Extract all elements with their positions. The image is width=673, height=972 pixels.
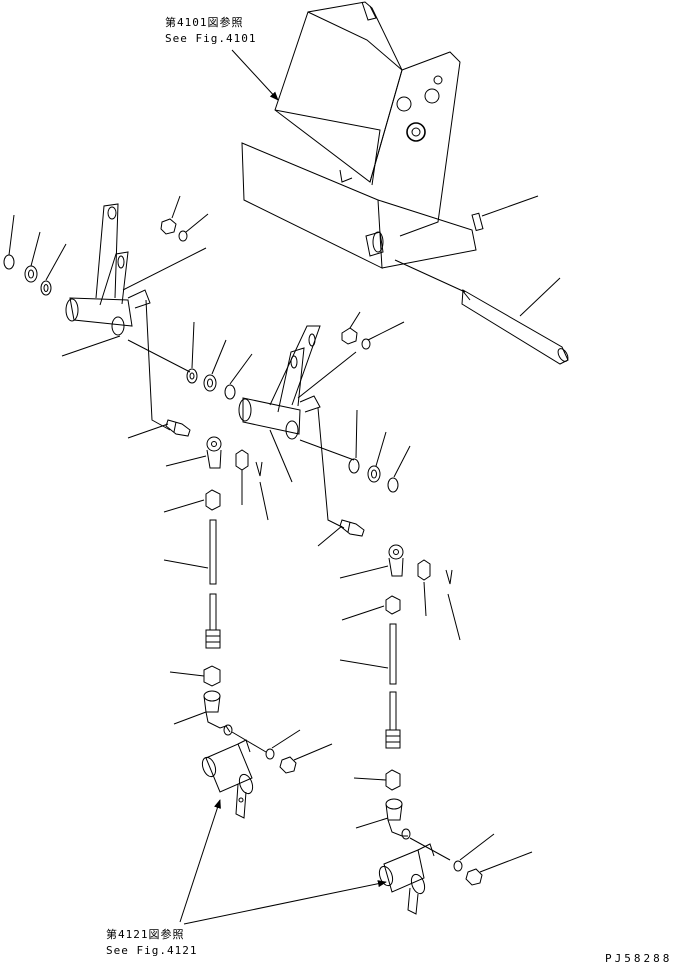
right-grease-fitting bbox=[317, 519, 365, 547]
left-cotter-pin bbox=[255, 461, 269, 521]
left-lock-nut bbox=[235, 449, 249, 505]
right-nut-2 bbox=[353, 769, 401, 791]
left-grease-fitting bbox=[127, 419, 191, 439]
left-bottom-washer-nut bbox=[265, 729, 333, 774]
left-rod-end bbox=[165, 436, 222, 469]
console-bracket bbox=[241, 1, 484, 269]
right-lever bbox=[238, 325, 357, 529]
small-nut-mid bbox=[341, 311, 405, 350]
right-rod-end bbox=[339, 544, 404, 579]
drawing-code: PJ58288 bbox=[605, 952, 673, 965]
right-nut-1 bbox=[341, 595, 401, 621]
left-bottom-lever bbox=[201, 731, 267, 819]
leader-pin bbox=[481, 195, 539, 217]
arrow-ref-top bbox=[231, 49, 279, 101]
ref-bottom-jp: 第4121図参照 bbox=[106, 928, 185, 941]
left-nut-1 bbox=[163, 489, 221, 513]
ref-top-jp: 第4101図参照 bbox=[165, 16, 244, 29]
left-nut-2 bbox=[169, 665, 221, 687]
long-rod bbox=[394, 259, 569, 365]
right-clevis bbox=[355, 798, 411, 840]
left-rod bbox=[163, 519, 221, 649]
ref-top-en: See Fig.4101 bbox=[165, 32, 257, 45]
right-lock-nut bbox=[417, 559, 431, 617]
small-nut-top bbox=[160, 195, 209, 242]
center-washers bbox=[186, 321, 253, 400]
arrow-ref-bottom-right bbox=[183, 880, 387, 925]
right-rod bbox=[339, 623, 401, 749]
ref-bottom-en: See Fig.4121 bbox=[106, 944, 198, 957]
left-lever bbox=[61, 203, 207, 431]
left-clevis bbox=[173, 690, 233, 736]
arrow-ref-bottom-left bbox=[179, 799, 221, 923]
right-bottom-lever bbox=[378, 837, 451, 915]
left-washers bbox=[3, 214, 67, 296]
right-washers bbox=[348, 409, 411, 493]
leader-rod bbox=[519, 277, 561, 317]
right-cotter-pin bbox=[445, 569, 461, 641]
right-bottom-washer-nut bbox=[453, 833, 533, 886]
